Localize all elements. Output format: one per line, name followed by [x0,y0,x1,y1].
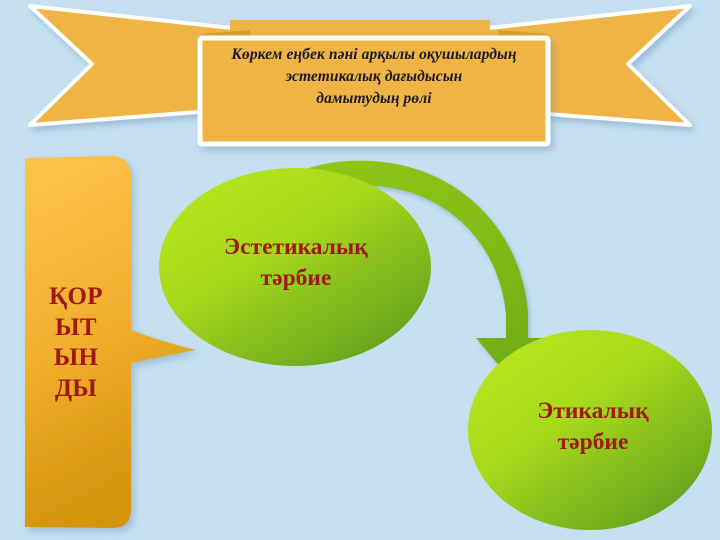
conclusion-callout [25,156,196,528]
esthetic-education-node[interactable] [159,168,431,366]
arrow-body [248,160,566,392]
ethical-education-node[interactable] [468,330,712,530]
ribbon-left-tail [28,4,252,127]
title-plaque [197,35,551,147]
callout-shape [25,156,196,528]
curved-arrow [248,160,566,392]
